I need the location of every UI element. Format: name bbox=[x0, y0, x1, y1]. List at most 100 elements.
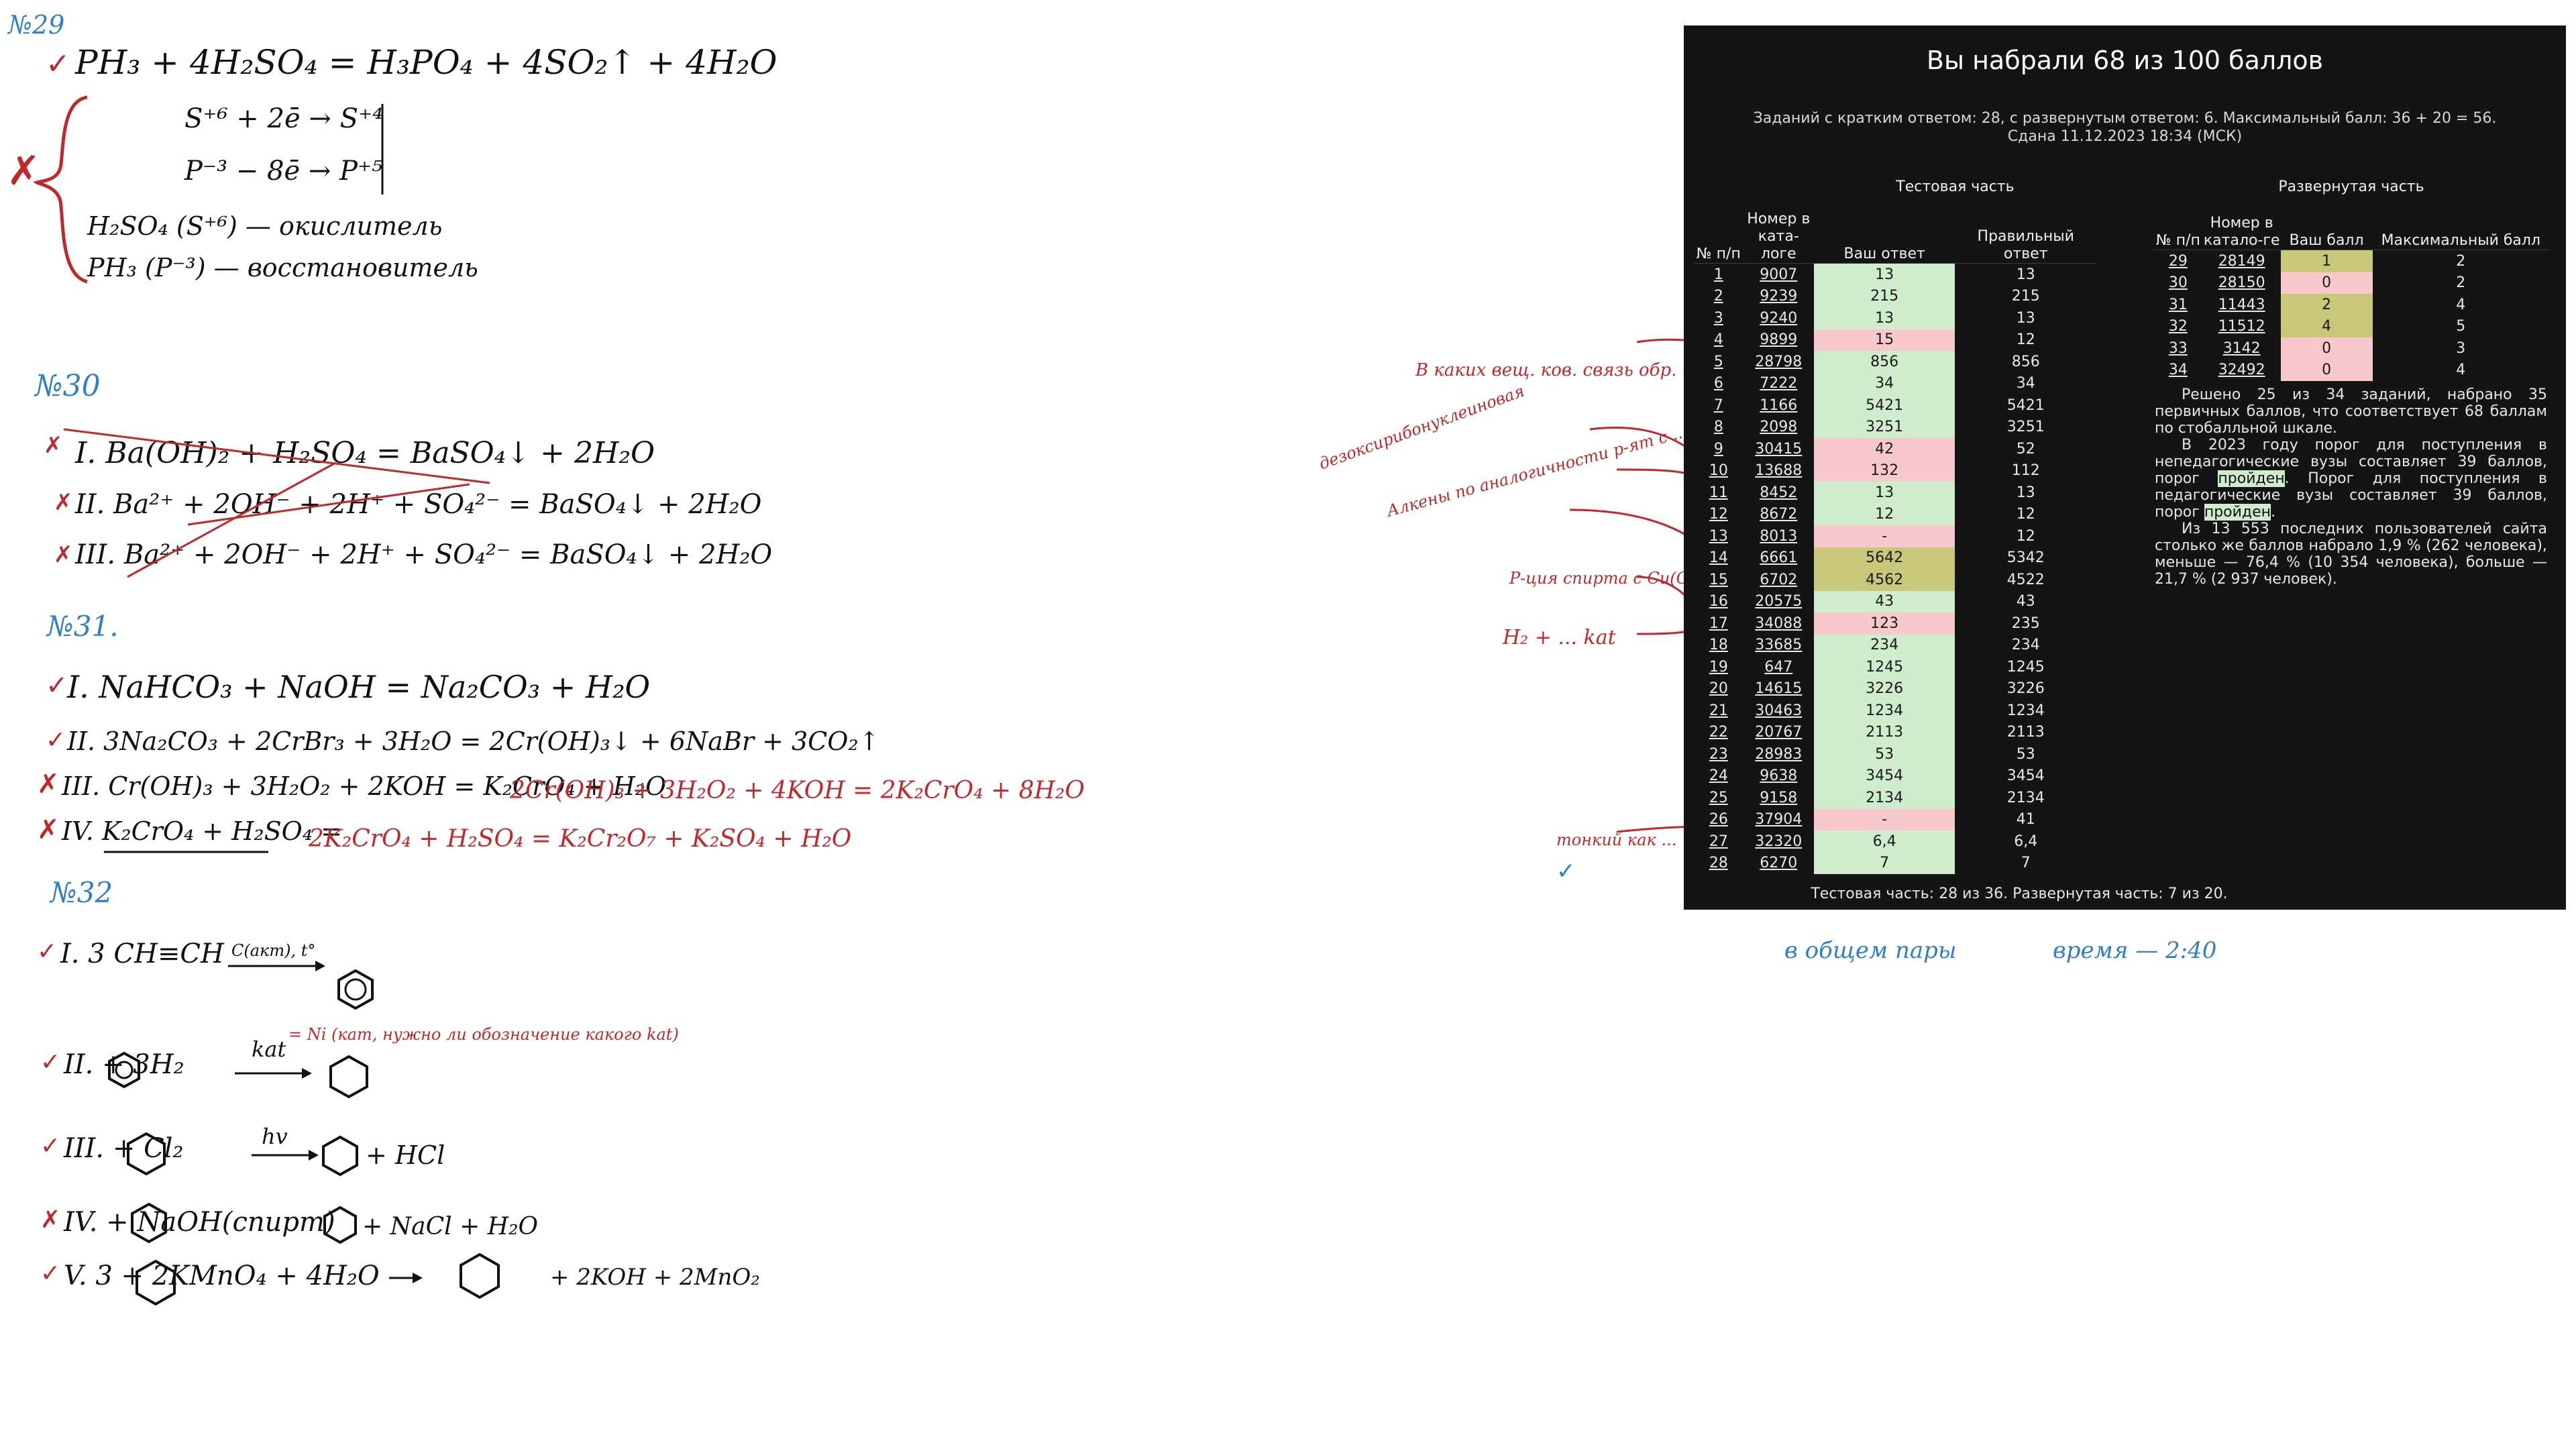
task-number-link[interactable]: 6 bbox=[1713, 375, 1723, 392]
task-number-link[interactable]: 22 bbox=[1709, 724, 1728, 741]
catalog-number-link[interactable]: 11443 bbox=[2218, 296, 2265, 313]
your-answer-cell: 13 bbox=[1813, 263, 1955, 286]
curly-brace bbox=[33, 95, 88, 284]
task-number-link[interactable]: 2 bbox=[1713, 288, 1723, 305]
correct-answer-cell: 1245 bbox=[2006, 658, 2045, 676]
task-number-link[interactable]: 4 bbox=[1713, 331, 1723, 349]
svg-text:✓: ✓ bbox=[40, 1260, 60, 1287]
catalog-number-link[interactable]: 7222 bbox=[1760, 375, 1798, 392]
task-number-link[interactable]: 1 bbox=[1713, 266, 1723, 283]
catalog-number-link[interactable]: 1166 bbox=[1760, 396, 1798, 414]
task-number-link[interactable]: 24 bbox=[1709, 767, 1728, 785]
correct-answer-cell: 856 bbox=[2011, 353, 2040, 370]
task-29-equation: PH₃ + 4H₂SO₄ = H₃PO₄ + 4SO₂↑ + 4H₂O bbox=[74, 43, 777, 82]
task-number-link[interactable]: 18 bbox=[1709, 637, 1728, 654]
correct-answer-cell: 112 bbox=[2011, 462, 2040, 480]
task-number-link[interactable]: 5 bbox=[1713, 353, 1723, 370]
svg-text:hv: hv bbox=[262, 1124, 288, 1149]
catalog-number-link[interactable]: 28983 bbox=[1755, 745, 1803, 763]
task-31-reaction-4-fix: 2K₂CrO₄ + H₂SO₄ = K₂Cr₂O₇ + K₂SO₄ + H₂O bbox=[308, 825, 851, 853]
catalog-number-link[interactable]: 30415 bbox=[1755, 440, 1803, 458]
your-answer-cell: 43 bbox=[1813, 590, 1955, 612]
task-number-link[interactable]: 30 bbox=[2168, 274, 2188, 292]
your-answer-cell: 53 bbox=[1813, 743, 1955, 765]
catalog-number-link[interactable]: 37904 bbox=[1755, 811, 1803, 828]
task-number-link[interactable]: 12 bbox=[1709, 506, 1728, 523]
correct-answer-cell: 2134 bbox=[2006, 789, 2045, 806]
correct-answer-cell: 43 bbox=[2016, 593, 2035, 610]
catalog-number-link[interactable]: 647 bbox=[1764, 658, 1793, 676]
correct-answer-cell: 53 bbox=[2016, 745, 2035, 763]
catalog-number-link[interactable]: 28798 bbox=[1755, 353, 1803, 370]
catalog-number-link[interactable]: 13688 bbox=[1755, 462, 1803, 480]
task-number-link[interactable]: 13 bbox=[1709, 527, 1728, 545]
electron-balance-2: P⁻³ − 8ē → P⁺⁵ bbox=[184, 156, 382, 186]
task-number-link[interactable]: 9 bbox=[1713, 440, 1723, 458]
task-number-link[interactable]: 23 bbox=[1709, 745, 1728, 763]
task-number-link[interactable]: 32 bbox=[2168, 318, 2188, 335]
catalog-number-link[interactable]: 2098 bbox=[1760, 419, 1798, 436]
task-number-link[interactable]: 19 bbox=[1709, 658, 1728, 676]
catalog-number-link[interactable]: 9638 bbox=[1760, 767, 1798, 785]
task-number-link[interactable]: 25 bbox=[1709, 789, 1728, 806]
catalog-number-link[interactable]: 9158 bbox=[1760, 789, 1798, 806]
catalog-number-link[interactable]: 8452 bbox=[1760, 484, 1798, 501]
catalog-number-link[interactable]: 20575 bbox=[1755, 593, 1803, 610]
your-answer-cell: 15 bbox=[1813, 329, 1955, 351]
catalog-number-link[interactable]: 6270 bbox=[1760, 855, 1798, 872]
task-number-link[interactable]: 15 bbox=[1709, 571, 1728, 588]
task-number-link[interactable]: 28 bbox=[1709, 855, 1728, 872]
your-answer-cell: 856 bbox=[1813, 351, 1955, 373]
task-number-link[interactable]: 3 bbox=[1713, 309, 1723, 327]
task-number-link[interactable]: 26 bbox=[1709, 811, 1728, 828]
catalog-number-link[interactable]: 20767 bbox=[1755, 724, 1803, 741]
your-answer-cell: 4562 bbox=[1813, 569, 1955, 591]
catalog-number-link[interactable]: 8672 bbox=[1760, 506, 1798, 523]
svg-text:kat: kat bbox=[252, 1036, 286, 1062]
task-number-link[interactable]: 11 bbox=[1709, 484, 1728, 501]
task-number-link[interactable]: 21 bbox=[1709, 702, 1728, 719]
catalog-number-link[interactable]: 28150 bbox=[2218, 274, 2265, 292]
task-number-link[interactable]: 16 bbox=[1709, 593, 1728, 610]
task-number-link[interactable]: 31 bbox=[2168, 296, 2188, 313]
catalog-number-link[interactable]: 9239 bbox=[1760, 288, 1798, 305]
catalog-number-link[interactable]: 3142 bbox=[2222, 339, 2261, 357]
catalog-number-link[interactable]: 9007 bbox=[1760, 266, 1798, 283]
task-number-link[interactable]: 33 bbox=[2168, 339, 2188, 357]
catalog-number-link[interactable]: 34088 bbox=[1755, 614, 1803, 632]
task-number-link[interactable]: 7 bbox=[1713, 396, 1723, 414]
catalog-number-link[interactable]: 33685 bbox=[1755, 637, 1803, 654]
correct-answer-cell: 3454 bbox=[2006, 767, 2045, 785]
benzene-ring-icon bbox=[337, 969, 374, 1010]
correct-answer-cell: 215 bbox=[2011, 288, 2040, 305]
catalog-number-link[interactable]: 30463 bbox=[1755, 702, 1803, 719]
svg-text:✗: ✗ bbox=[44, 432, 63, 459]
catalog-number-link[interactable]: 6661 bbox=[1760, 549, 1798, 567]
catalog-number-link[interactable]: 9899 bbox=[1760, 331, 1798, 349]
svg-text:✗: ✗ bbox=[54, 489, 73, 516]
task-number-link[interactable]: 14 bbox=[1709, 549, 1728, 567]
task-number-link[interactable]: 29 bbox=[2168, 252, 2188, 270]
catalog-number-link[interactable]: 8013 bbox=[1760, 527, 1798, 545]
catalog-number-link[interactable]: 14615 bbox=[1755, 680, 1803, 698]
task-number-link[interactable]: 17 bbox=[1709, 614, 1728, 632]
your-score-cell: 1 bbox=[2280, 250, 2373, 272]
task-number-link[interactable]: 8 bbox=[1713, 419, 1723, 436]
catalog-number-link[interactable]: 32492 bbox=[2218, 362, 2265, 379]
correct-answer-cell: 12 bbox=[2016, 527, 2035, 545]
task-number-link[interactable]: 34 bbox=[2168, 362, 2188, 379]
task-number-link[interactable]: 27 bbox=[1709, 833, 1728, 850]
catalog-number-link[interactable]: 11512 bbox=[2218, 318, 2265, 335]
correct-answer-cell: 34 bbox=[2016, 375, 2035, 392]
catalog-number-link[interactable]: 28149 bbox=[2218, 252, 2265, 270]
correct-answer-cell: 235 bbox=[2011, 614, 2040, 632]
task-number-link[interactable]: 20 bbox=[1709, 680, 1728, 698]
max-score-cell: 4 bbox=[2456, 362, 2466, 379]
catalog-number-link[interactable]: 6702 bbox=[1760, 571, 1798, 588]
task-number-link[interactable]: 10 bbox=[1709, 462, 1728, 480]
catalog-number-link[interactable]: 32320 bbox=[1755, 833, 1803, 850]
catalog-number-link[interactable]: 9240 bbox=[1760, 309, 1798, 327]
